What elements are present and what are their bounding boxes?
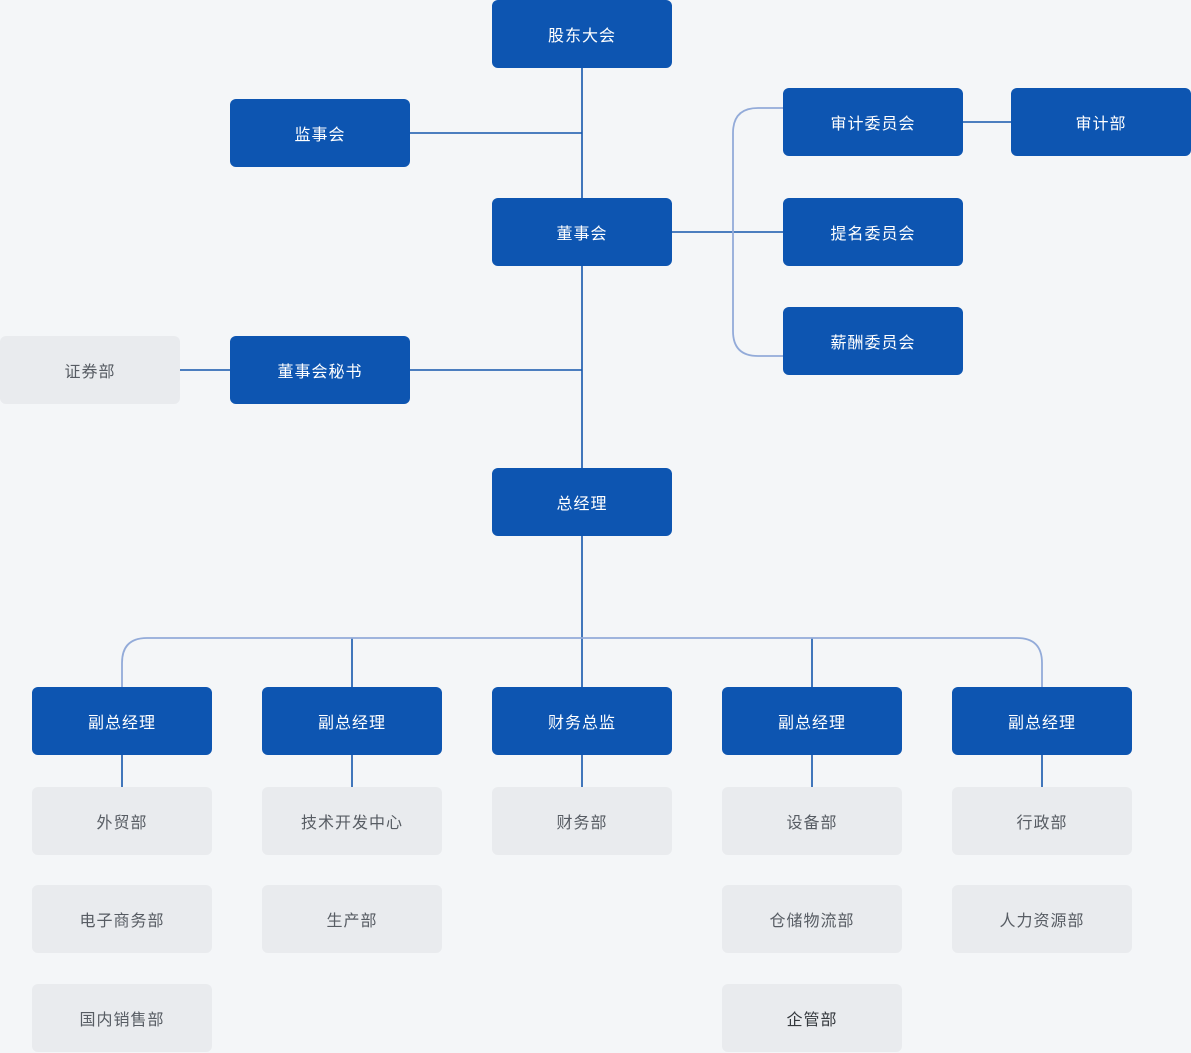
org-node-equipment-department[interactable]: 设备部 — [722, 787, 902, 855]
connector-management-bracket — [121, 637, 1043, 687]
org-node-board-secretary[interactable]: 董事会秘书 — [230, 336, 410, 404]
org-node-admin-department[interactable]: 行政部 — [952, 787, 1132, 855]
org-node-shareholders-meeting[interactable]: 股东大会 — [492, 0, 672, 68]
org-node-securities-department[interactable]: 证券部 — [0, 336, 180, 404]
org-node-warehouse-logistics-dept[interactable]: 仓储物流部 — [722, 885, 902, 953]
org-node-nomination-committee[interactable]: 提名委员会 — [783, 198, 963, 266]
org-node-deputy-gm-3[interactable]: 副总经理 — [722, 687, 902, 755]
org-node-board-of-directors[interactable]: 董事会 — [492, 198, 672, 266]
org-node-supervisory-board[interactable]: 监事会 — [230, 99, 410, 167]
org-node-enterprise-mgmt-dept[interactable]: 企管部 — [722, 984, 902, 1052]
org-node-deputy-gm-1[interactable]: 副总经理 — [32, 687, 212, 755]
org-node-foreign-trade-dept[interactable]: 外贸部 — [32, 787, 212, 855]
org-node-audit-department[interactable]: 审计部 — [1011, 88, 1191, 156]
org-node-hr-department[interactable]: 人力资源部 — [952, 885, 1132, 953]
org-node-deputy-gm-2[interactable]: 副总经理 — [262, 687, 442, 755]
org-node-audit-committee[interactable]: 审计委员会 — [783, 88, 963, 156]
org-node-finance-department[interactable]: 财务部 — [492, 787, 672, 855]
org-node-ecommerce-department[interactable]: 电子商务部 — [32, 885, 212, 953]
connector-committee-bracket — [732, 107, 783, 357]
org-node-deputy-gm-4[interactable]: 副总经理 — [952, 687, 1132, 755]
org-node-production-department[interactable]: 生产部 — [262, 885, 442, 953]
org-node-domestic-sales-dept[interactable]: 国内销售部 — [32, 984, 212, 1052]
org-node-tech-dev-center[interactable]: 技术开发中心 — [262, 787, 442, 855]
org-node-finance-director[interactable]: 财务总监 — [492, 687, 672, 755]
org-node-general-manager[interactable]: 总经理 — [492, 468, 672, 536]
org-node-compensation-committee[interactable]: 薪酬委员会 — [783, 307, 963, 375]
